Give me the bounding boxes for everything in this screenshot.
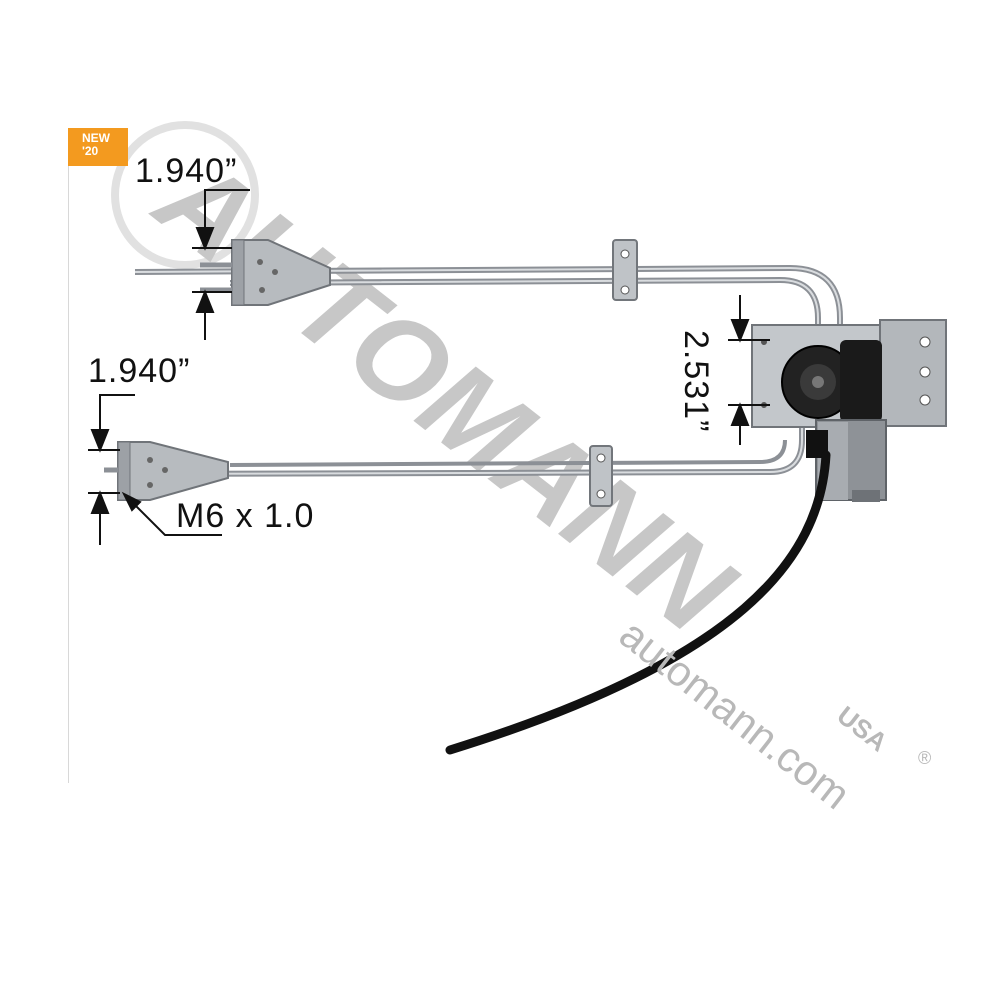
dimension-top-bracket — [192, 189, 250, 340]
dimension-label-bottom: 1.940” — [88, 352, 191, 390]
dimension-label-motor: 2.531” — [677, 330, 715, 433]
left-divider — [68, 128, 69, 783]
lower-rail — [127, 425, 805, 477]
registered-mark: ® — [918, 748, 932, 768]
dimension-motor-spacing — [728, 295, 770, 445]
dimension-label-top: 1.940” — [135, 152, 238, 190]
upper-mount-tab — [612, 239, 638, 301]
lower-carriage — [104, 441, 229, 501]
new-badge: NEW '20 — [68, 128, 128, 166]
watermark-brand: AUTOMANN — [132, 130, 758, 660]
wiring-cable — [445, 450, 831, 755]
thread-spec-label: M6 x 1.0 — [176, 497, 315, 535]
badge-line-1: NEW — [82, 131, 110, 145]
upper-rail — [134, 264, 843, 330]
lower-mount-tab — [589, 445, 613, 507]
dimension-thread-leader — [121, 491, 222, 536]
badge-line-2: '20 — [82, 144, 99, 158]
dimension-bottom-bracket — [88, 394, 135, 545]
watermark-logo: AUTOMANN — [111, 121, 758, 660]
upper-carriage — [200, 239, 331, 306]
